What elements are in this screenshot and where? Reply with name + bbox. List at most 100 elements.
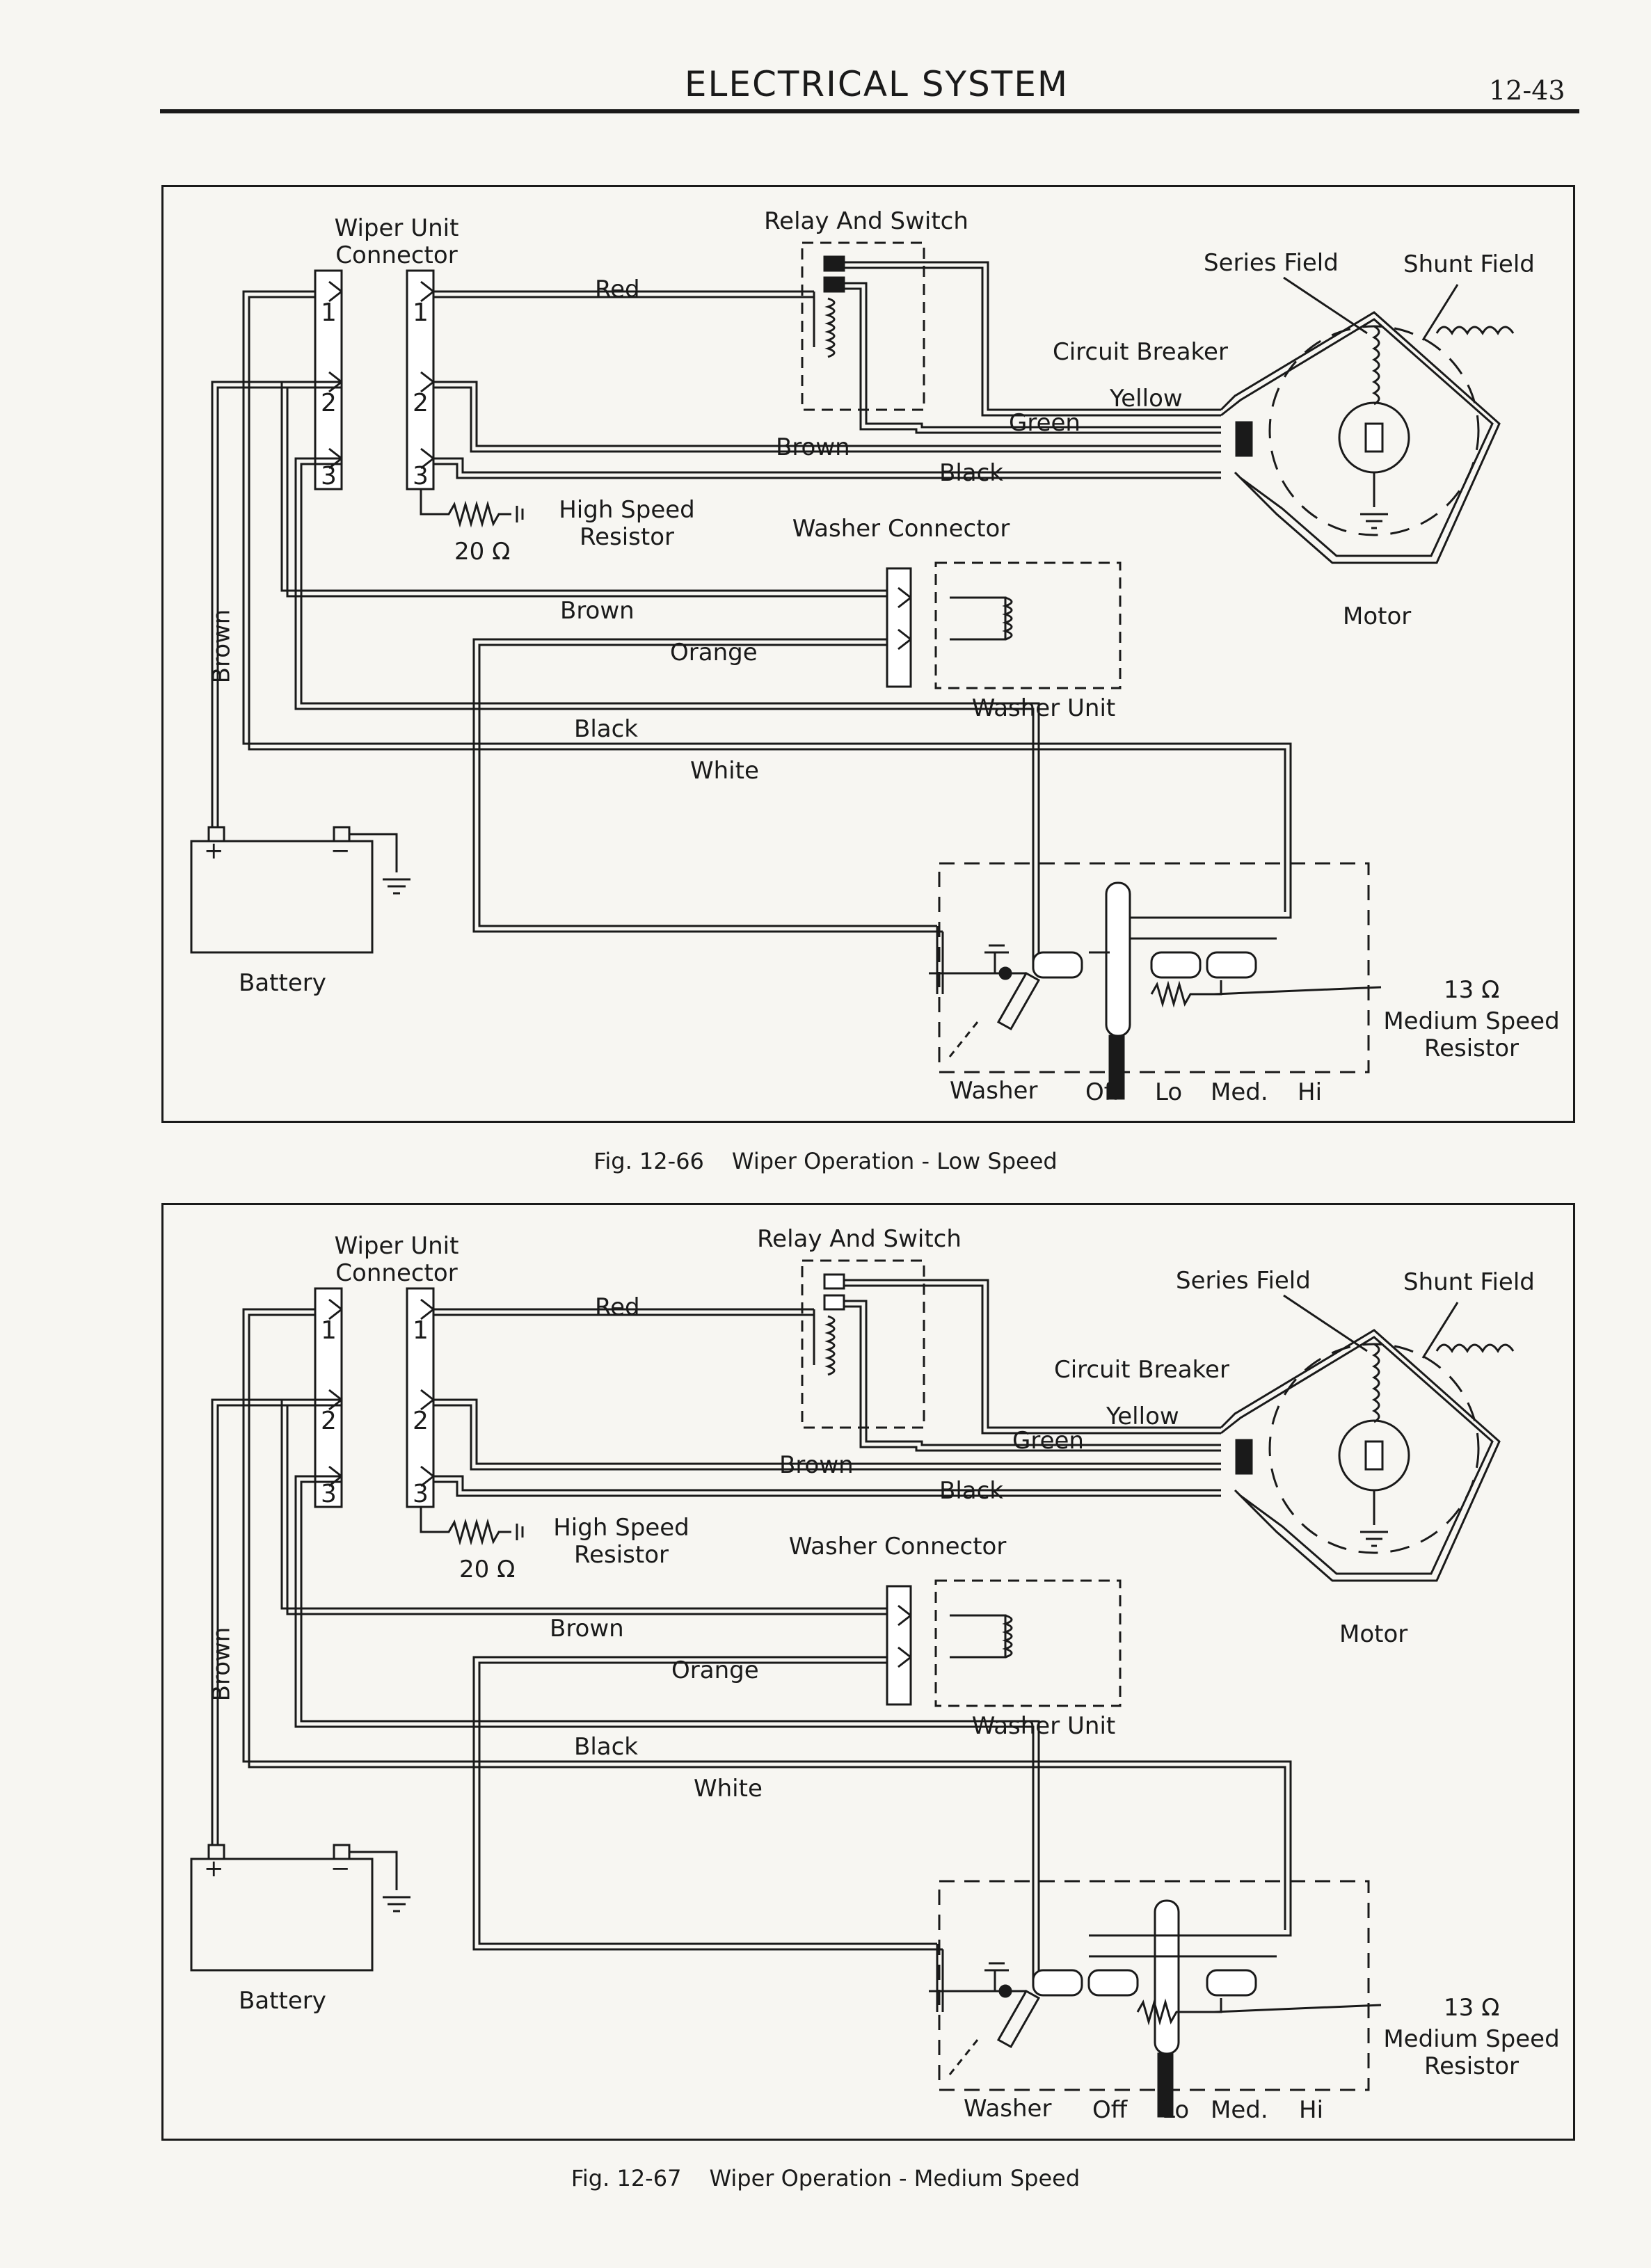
pin-3b: 3 (413, 462, 429, 490)
label-washer-connector: Washer Connector (792, 515, 1010, 543)
black-wire-mid (294, 457, 1040, 966)
green-wire-path (844, 1300, 1089, 1452)
label-med: Med. (1211, 2096, 1268, 2124)
white-wire (242, 290, 1292, 919)
red-wire (433, 290, 814, 298)
shunt-field-coil (1435, 1343, 1515, 1353)
pin-1a: 1 (321, 1316, 337, 1345)
label-medium-speed-resistor: Medium Speed Resistor (1383, 1007, 1560, 1063)
label-white: White (694, 1775, 763, 1803)
battery-block (190, 840, 374, 954)
label-green: Green (1012, 1427, 1084, 1455)
relay-switch-box (801, 1259, 925, 1429)
label-series-field: Series Field (1204, 249, 1339, 277)
label-red: Red (595, 1293, 640, 1321)
label-hs-ohms: 20 Ω (454, 538, 511, 566)
brown-wire-top (433, 381, 1089, 453)
battery-block (190, 1858, 374, 1972)
green-wire-path (844, 282, 1089, 434)
washer-unit-box (934, 1579, 1122, 1707)
pin-2a: 2 (321, 389, 337, 417)
label-circuit-breaker: Circuit Breaker (1054, 1356, 1229, 1384)
label-washer: Washer (964, 2095, 1052, 2123)
washer-unit-box (934, 561, 1122, 689)
pin-3a: 3 (321, 1480, 337, 1508)
label-relay-and-switch: Relay And Switch (757, 1225, 962, 1253)
pin-1b: 1 (413, 1316, 429, 1345)
label-medium-speed-resistor: Medium Speed Resistor (1383, 2025, 1560, 2081)
label-black-top: Black (939, 459, 1003, 487)
white-wire (242, 1308, 1292, 1937)
wiper-unit-connector-block-a (314, 269, 343, 490)
label-brown-mid: Brown (550, 1615, 624, 1643)
label-hi: Hi (1299, 2096, 1324, 2124)
battery-terminal-plus (207, 826, 225, 842)
switch-box (938, 862, 1370, 1073)
label-med: Med. (1211, 1078, 1268, 1106)
pin-2a: 2 (321, 1407, 337, 1435)
wiring-diagram-medium-speed (190, 1259, 1515, 2118)
label-ms-ohms: 13 Ω (1444, 1994, 1500, 2022)
washer-connector-block (886, 1585, 912, 1706)
battery-minus: − (330, 837, 351, 865)
label-motor: Motor (1339, 1620, 1408, 1648)
label-black-mid: Black (574, 1733, 638, 1761)
series-field-coil (1371, 1343, 1380, 1423)
wiring-diagram-low-speed (190, 241, 1515, 1100)
pin-1a: 1 (321, 298, 337, 327)
label-brown-top: Brown (776, 433, 850, 461)
label-series-field: Series Field (1176, 1267, 1311, 1295)
switch-box (938, 1880, 1370, 2091)
orange-wire (472, 1656, 943, 1951)
label-washer-unit: Washer Unit (971, 1712, 1116, 1740)
label-washer-unit: Washer Unit (971, 694, 1116, 722)
page-number: 12-43 (1489, 75, 1565, 106)
figure-panel-low-speed: Wiper Unit Connector 1 2 3 1 2 3 Red Rel… (161, 185, 1575, 1123)
label-shunt-field: Shunt Field (1403, 1268, 1535, 1296)
label-ms-ohms: 13 Ω (1444, 976, 1500, 1004)
label-wiper-unit-connector: Wiper Unit Connector (334, 214, 459, 270)
circuit-breaker (1235, 421, 1253, 457)
brown-wire-vertical (211, 381, 315, 827)
pin-2b: 2 (413, 389, 429, 417)
brown-wire-vertical (211, 1398, 315, 1845)
label-brown-vertical: Brown (207, 1627, 236, 1702)
label-yellow: Yellow (1106, 1403, 1179, 1430)
washer-switch-lever (996, 971, 1041, 1031)
label-yellow: Yellow (1110, 385, 1183, 413)
label-battery: Battery (239, 969, 326, 997)
label-high-speed-resistor: High Speed Resistor (553, 1514, 689, 1570)
label-black-mid: Black (574, 715, 638, 743)
label-brown-mid: Brown (560, 597, 635, 625)
pin-3a: 3 (321, 462, 337, 490)
series-field-coil (1371, 325, 1380, 406)
label-lo: Lo (1155, 1078, 1183, 1106)
relay-switch-box (801, 241, 925, 411)
label-washer: Washer (950, 1077, 1038, 1105)
label-motor: Motor (1343, 602, 1412, 630)
label-hi: Hi (1298, 1078, 1323, 1106)
battery-terminal-plus (207, 1844, 225, 1860)
label-orange: Orange (670, 639, 758, 666)
battery-plus: + (204, 837, 224, 865)
battery-plus: + (204, 1855, 224, 1883)
label-white: White (690, 757, 759, 785)
label-green: Green (1009, 409, 1080, 437)
washer-switch-lever (996, 1989, 1041, 2049)
wiper-unit-connector-block-b (406, 1287, 435, 1508)
brown-wire-top (433, 1398, 1089, 1471)
black-wire-top (433, 1475, 1089, 1497)
header-rule (160, 109, 1579, 113)
pin-1b: 1 (413, 298, 429, 327)
brown-wire-mid (280, 1398, 887, 1615)
battery-minus: − (330, 1855, 351, 1883)
switch-slider (1154, 1899, 1180, 2055)
label-orange: Orange (671, 1656, 759, 1684)
brown-wire-mid (280, 381, 887, 598)
label-lo: Lo (1162, 2096, 1190, 2124)
label-red: Red (595, 275, 640, 303)
yellow-wire-path (844, 1279, 1089, 1435)
label-washer-connector: Washer Connector (788, 1533, 1007, 1560)
